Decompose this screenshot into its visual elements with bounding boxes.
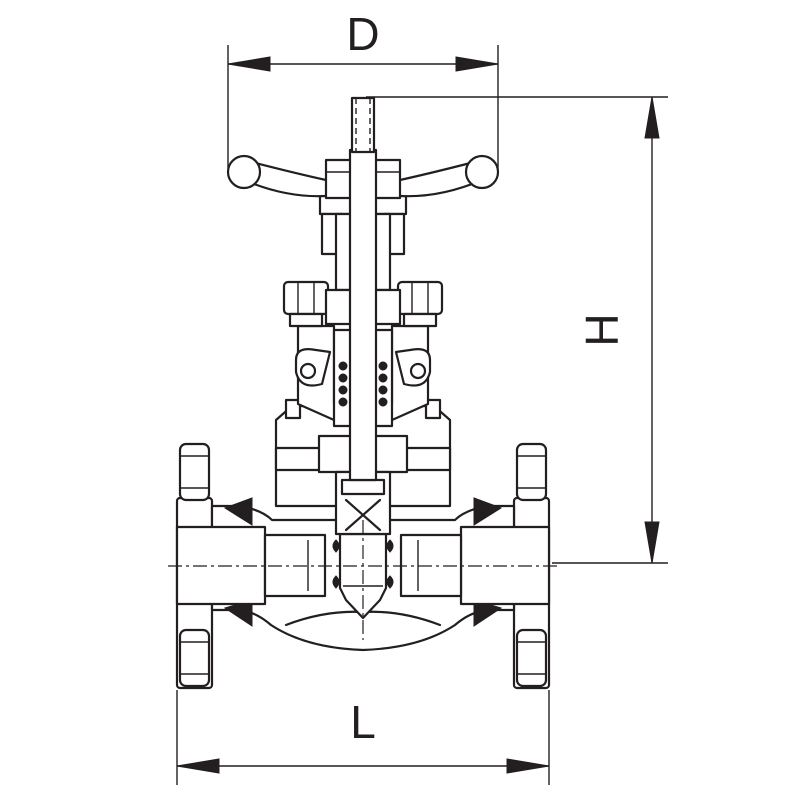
valve-stem (348, 96, 378, 482)
dimension-l-label: L (350, 696, 376, 748)
dimension-h-label: H (576, 313, 628, 346)
dimension-d (227, 45, 499, 168)
dimension-d-label: D (346, 8, 379, 60)
handwheel (226, 154, 500, 200)
dimension-h (366, 96, 668, 564)
left-gland-bolt (282, 280, 332, 387)
dimension-l (176, 690, 550, 785)
